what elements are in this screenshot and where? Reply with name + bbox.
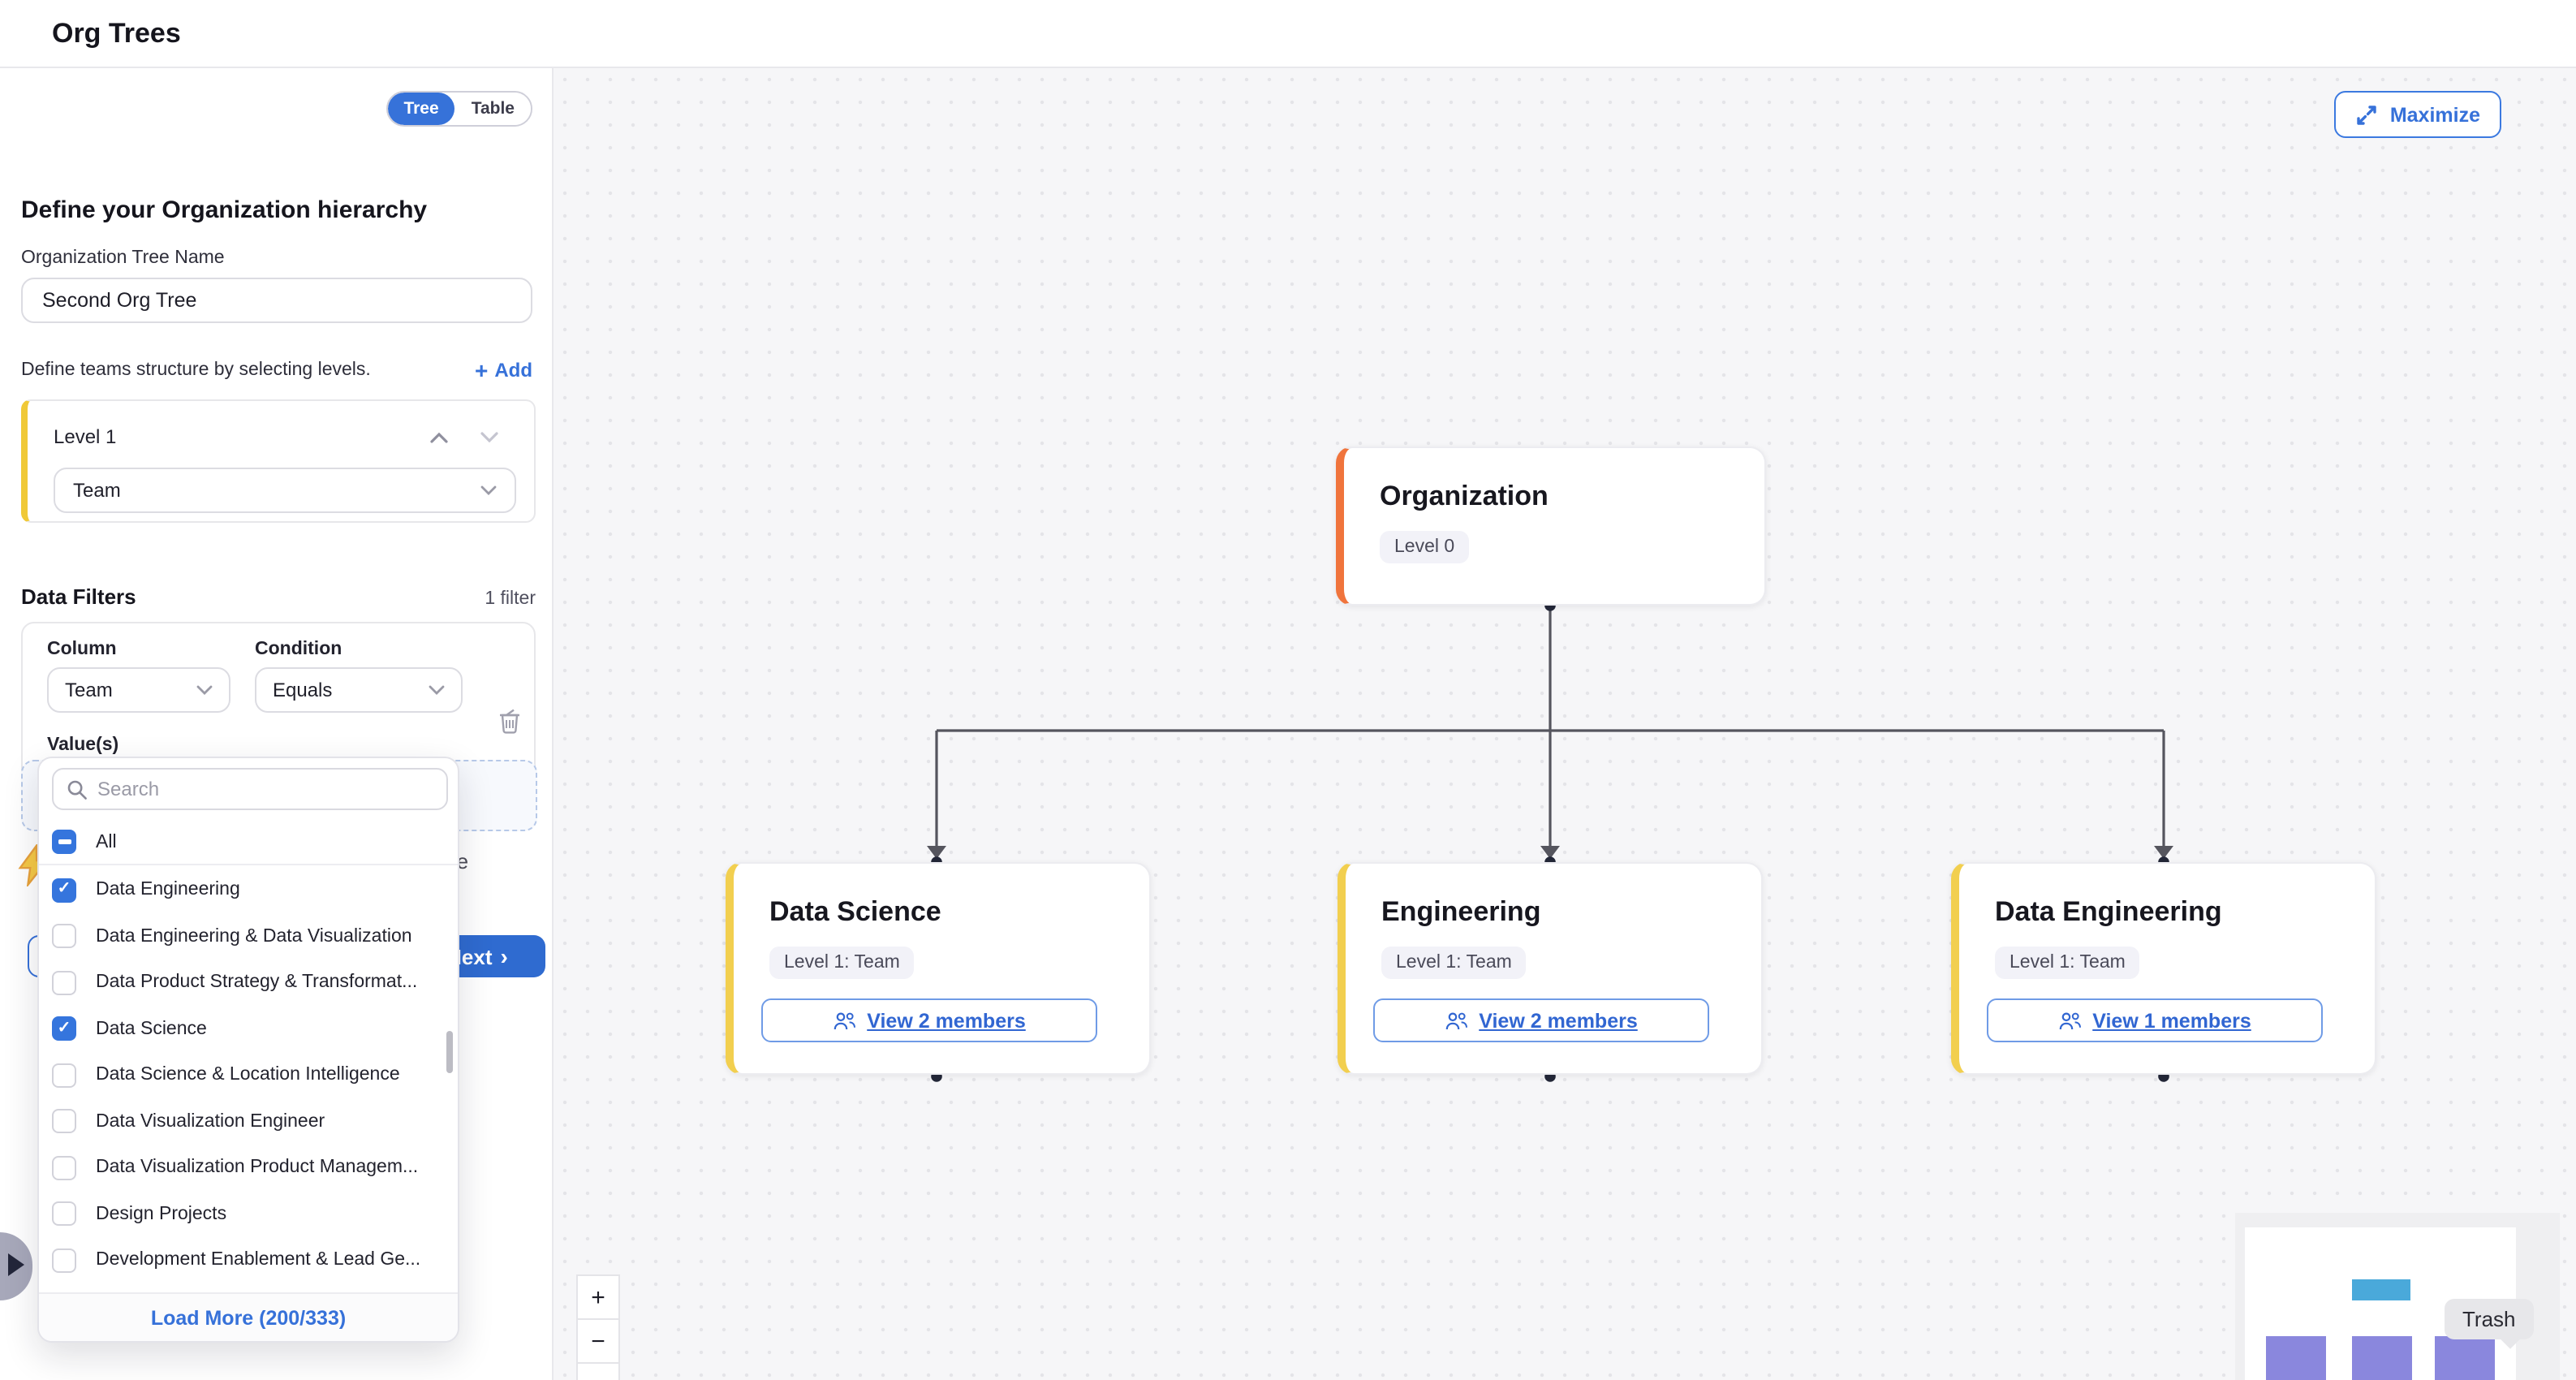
zoom-controls: + −: [576, 1274, 620, 1380]
values-dropdown-panel: All ✓Data Engineering Data Engineering &…: [37, 757, 459, 1343]
column-select[interactable]: Team: [47, 667, 230, 713]
chevron-up-icon: [430, 432, 448, 443]
dropdown-option[interactable]: Data Science & Location Intelligence: [39, 1052, 458, 1098]
move-level-up-button[interactable]: [414, 424, 464, 448]
chevron-down-icon: [480, 485, 497, 495]
unchecked-checkbox-icon[interactable]: [52, 1063, 76, 1088]
unchecked-checkbox-icon[interactable]: [52, 1201, 76, 1227]
data-filters-title: Data Filters: [21, 584, 136, 609]
dropdown-option[interactable]: Data Visualization Engineer: [39, 1098, 458, 1145]
minimap-child-node: [2352, 1336, 2412, 1380]
dropdown-option[interactable]: Development Enablement & Lead Ge...: [39, 1237, 458, 1283]
chevron-down-icon: [429, 685, 445, 695]
trash-tooltip: Trash: [2445, 1299, 2534, 1339]
unchecked-checkbox-icon[interactable]: [52, 924, 76, 949]
plus-icon: +: [474, 357, 489, 383]
tree-name-input[interactable]: [21, 278, 532, 323]
indeterminate-checkbox-icon[interactable]: [52, 830, 76, 854]
chevron-down-icon: [480, 432, 498, 443]
dropdown-option[interactable]: Data Visualization Product Managem...: [39, 1145, 458, 1191]
dropdown-option[interactable]: ✓Data Engineering: [39, 867, 458, 913]
checked-checkbox-icon[interactable]: ✓: [52, 878, 76, 903]
unchecked-checkbox-icon[interactable]: [52, 1109, 76, 1134]
node-level-badge: Level 1: Team: [769, 947, 915, 979]
zoom-out-button[interactable]: −: [576, 1318, 620, 1362]
dropdown-option-list: ✓Data Engineering Data Engineering & Dat…: [39, 867, 458, 1296]
tree-name-label: Organization Tree Name: [21, 248, 225, 268]
trash-icon: [500, 709, 519, 734]
members-icon: [2059, 1011, 2082, 1029]
arrow-right-icon: [8, 1253, 24, 1276]
node-title: Data Science: [769, 896, 941, 927]
levels-hint: Define teams structure by selecting leve…: [21, 360, 371, 380]
unchecked-checkbox-icon[interactable]: [52, 970, 76, 995]
minimap[interactable]: [2235, 1213, 2560, 1380]
minimap-viewport: [2245, 1227, 2516, 1380]
tree-connectors: [927, 600, 2173, 1082]
values-label: Value(s): [47, 735, 119, 755]
level-title: Level 1: [54, 425, 117, 447]
org-node-root[interactable]: Organization Level 0: [1336, 446, 1766, 606]
select-all-option[interactable]: All: [39, 820, 458, 865]
zoom-in-button[interactable]: +: [576, 1274, 620, 1318]
node-title: Organization: [1380, 481, 1549, 511]
unchecked-checkbox-icon[interactable]: [52, 1248, 76, 1273]
dropdown-option[interactable]: Design Projects: [39, 1191, 458, 1237]
chevron-right-icon: ›: [500, 943, 508, 969]
minimap-child-node: [2435, 1336, 2495, 1380]
move-level-down-button[interactable]: [464, 424, 515, 448]
chevron-down-icon: [196, 685, 213, 695]
toggle-tree-button[interactable]: Tree: [387, 93, 455, 125]
lightning-icon: [18, 844, 50, 886]
view-members-button[interactable]: View 2 members: [761, 998, 1097, 1042]
maximize-button[interactable]: Maximize: [2334, 91, 2501, 138]
add-level-button[interactable]: + Add: [474, 357, 532, 383]
filter-count-badge: 1 filter: [485, 589, 536, 609]
dropdown-option[interactable]: Data Engineering & Data Visualization: [39, 913, 458, 960]
view-toggle: Tree Table: [386, 91, 532, 127]
top-bar: Org Trees: [0, 0, 2576, 68]
members-icon: [834, 1011, 856, 1029]
fit-view-button[interactable]: [576, 1362, 620, 1380]
page-title: Org Trees: [52, 18, 181, 49]
org-node-data-science[interactable]: Data Science Level 1: Team View 2 member…: [726, 862, 1151, 1075]
load-more-button[interactable]: Load More (200/333): [150, 1306, 347, 1329]
node-level-badge: Level 1: Team: [1381, 947, 1527, 979]
minimap-child-node: [2266, 1336, 2326, 1380]
dropdown-search: [52, 768, 448, 810]
checked-checkbox-icon[interactable]: ✓: [52, 1016, 76, 1041]
remove-filter-button[interactable]: [498, 708, 521, 739]
toggle-table-button[interactable]: Table: [454, 93, 531, 125]
dropdown-option[interactable]: Data Product Strategy & Transformat...: [39, 960, 458, 1006]
column-label: Column: [47, 640, 117, 659]
members-icon: [1445, 1011, 1468, 1029]
org-tree-canvas[interactable]: Maximize Organization Level 0 Data Scien…: [554, 68, 2576, 1380]
condition-label: Condition: [255, 640, 342, 659]
view-members-button[interactable]: View 2 members: [1373, 998, 1709, 1042]
node-level-badge: Level 0: [1380, 531, 1470, 563]
condition-select[interactable]: Equals: [255, 667, 463, 713]
node-level-badge: Level 1: Team: [1995, 947, 2140, 979]
org-node-engineering[interactable]: Engineering Level 1: Team View 2 members: [1338, 862, 1763, 1075]
search-icon: [67, 779, 87, 799]
level-type-select[interactable]: Team: [54, 468, 516, 513]
minimap-root-node: [2352, 1279, 2410, 1300]
node-title: Engineering: [1381, 896, 1541, 927]
dropdown-footer: Load More (200/333): [39, 1292, 458, 1341]
dropdown-scrollbar[interactable]: [446, 1031, 453, 1073]
section-title: Define your Organization hierarchy: [21, 196, 428, 224]
unchecked-checkbox-icon[interactable]: [52, 1155, 76, 1180]
level-card: Level 1 Team: [21, 399, 536, 523]
maximize-icon: [2358, 105, 2377, 124]
node-title: Data Engineering: [1995, 896, 2222, 927]
levels-hint-row: Define teams structure by selecting leve…: [21, 359, 532, 382]
org-node-data-engineering[interactable]: Data Engineering Level 1: Team View 1 me…: [1951, 862, 2376, 1075]
search-input[interactable]: [97, 778, 433, 800]
view-members-button[interactable]: View 1 members: [1987, 998, 2323, 1042]
dropdown-option[interactable]: ✓Data Science: [39, 1006, 458, 1052]
